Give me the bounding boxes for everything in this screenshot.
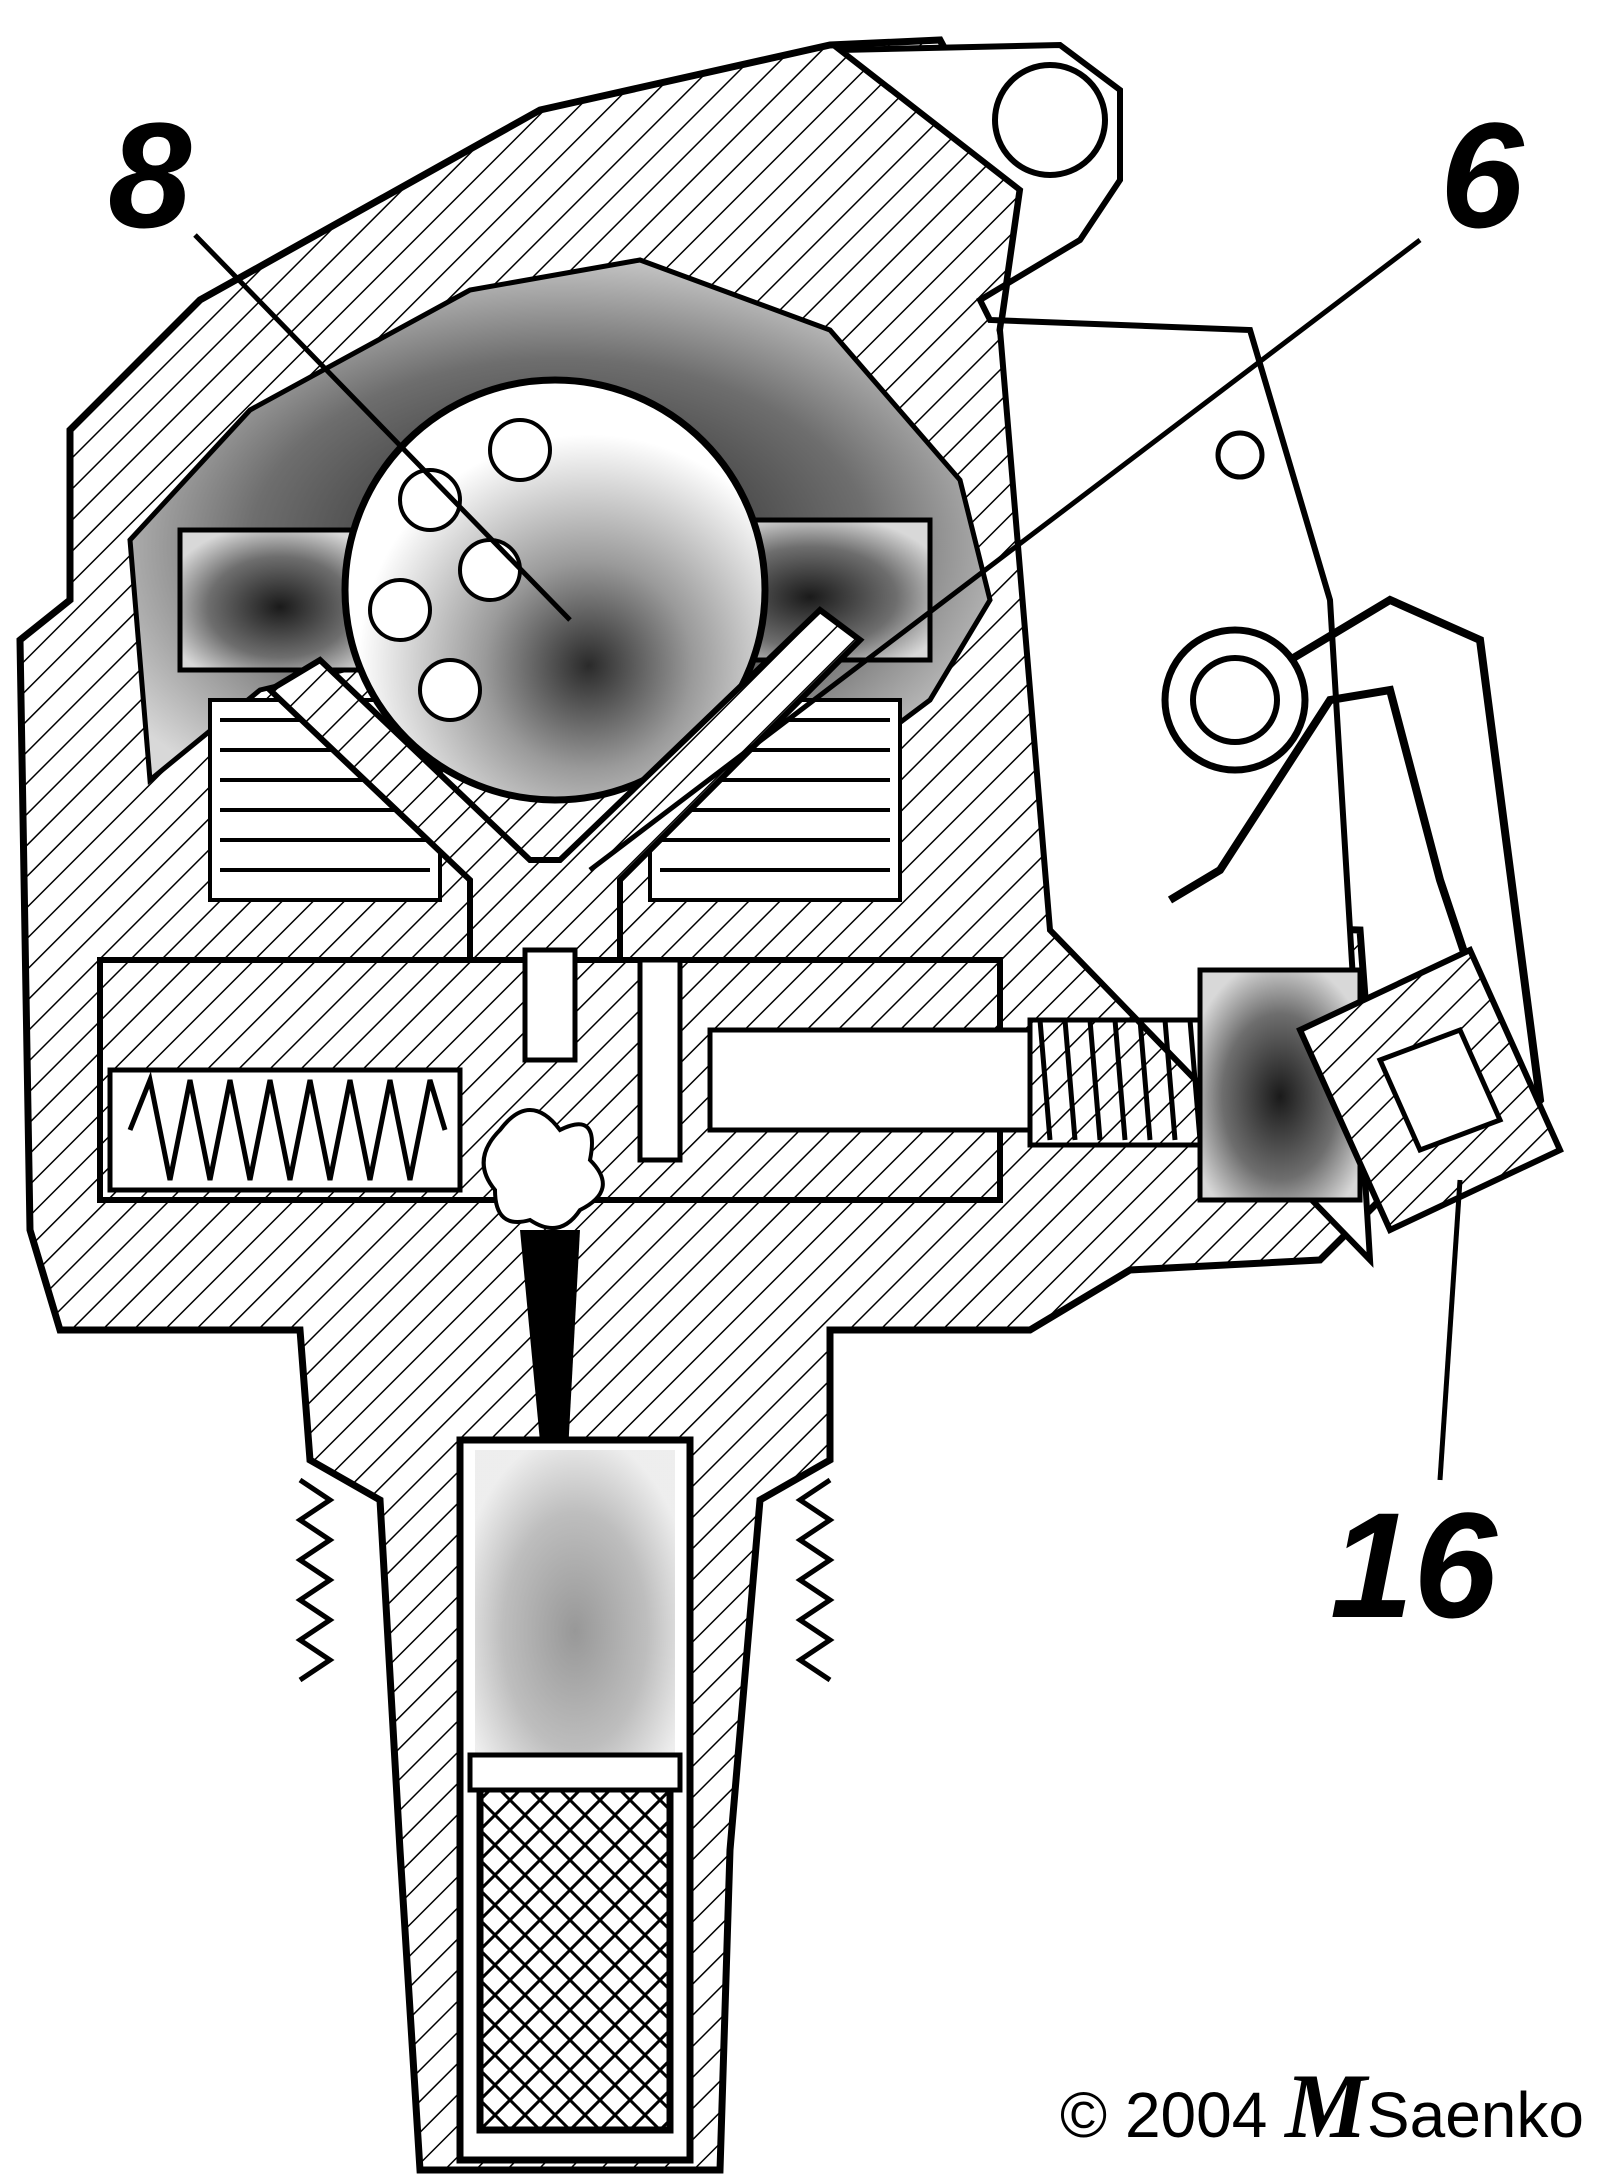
ball-bearing-holes bbox=[368, 418, 552, 722]
adjusting-screw-body bbox=[707, 1027, 1033, 1133]
thread-outer-right bbox=[795, 1477, 835, 1683]
cap-piece bbox=[831, 41, 1374, 1268]
cap-hole-small bbox=[1215, 430, 1265, 480]
pin-slot bbox=[637, 957, 683, 1163]
torsion-spring-inner bbox=[1190, 655, 1280, 745]
tube-shade bbox=[475, 1450, 675, 1780]
copyright-year: © 2004 bbox=[1060, 2079, 1268, 2151]
thread-outer-left bbox=[295, 1477, 335, 1683]
flame-tuft bbox=[481, 1108, 605, 1230]
author-initial: M bbox=[1285, 2055, 1367, 2157]
needle-guide bbox=[522, 947, 578, 1063]
cap-hole-large bbox=[992, 62, 1108, 178]
leader-line-6 bbox=[588, 238, 1422, 872]
callout-label-16: 16 bbox=[1330, 1481, 1497, 1649]
filter-cartridge bbox=[476, 1766, 674, 2134]
callout-label-8: 8 bbox=[108, 91, 192, 259]
terminal-clip bbox=[1376, 1026, 1504, 1154]
leader-line-16 bbox=[1437, 1179, 1463, 1481]
leader-line-8 bbox=[193, 233, 572, 622]
callout-label-6: 6 bbox=[1440, 91, 1524, 259]
author-name: Saenko bbox=[1366, 2079, 1584, 2151]
copyright-credit: © 2004 MSaenko bbox=[1060, 2060, 1584, 2152]
filter-cap bbox=[467, 1752, 683, 1793]
compression-spring bbox=[127, 1071, 448, 1181]
